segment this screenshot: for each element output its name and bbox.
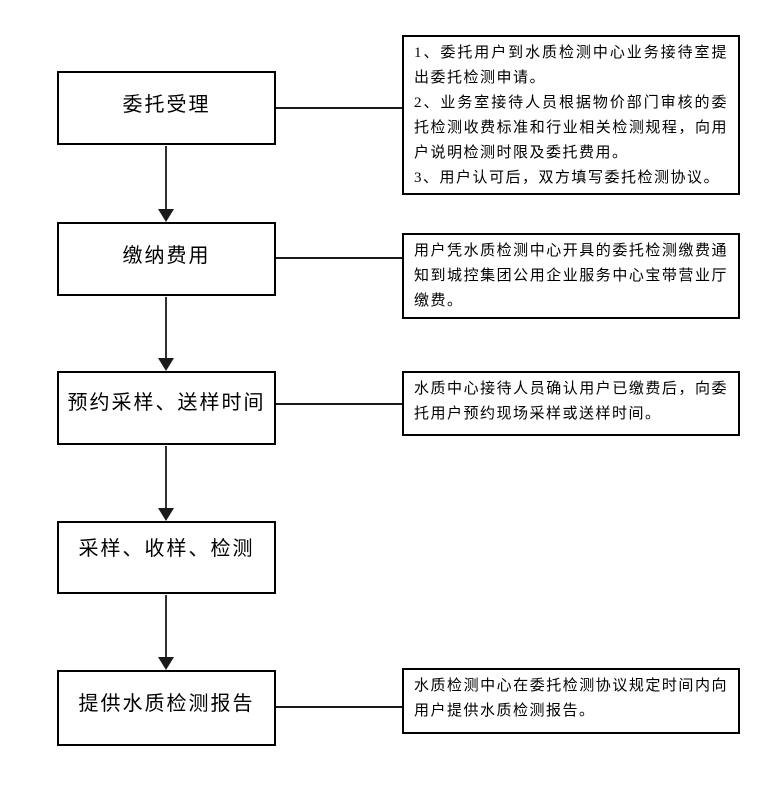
connector-line: [276, 257, 402, 259]
flow-step-sampling-testing: 采样、收样、检测: [57, 521, 276, 594]
flow-step-label: 采样、收样、检测: [78, 538, 255, 560]
flow-step-label: 委托受理: [122, 94, 211, 116]
flow-step-label: 预约采样、送样时间: [67, 392, 266, 414]
arrow-head: [158, 657, 174, 670]
flow-step-commission-acceptance: 委托受理: [57, 71, 276, 145]
down-arrow-icon: [156, 146, 176, 222]
note-pay-fees: 用户凭水质检测中心开具的委托检测缴费通知到城控集团公用企业服务中心宝带营业厅缴费…: [402, 233, 740, 319]
note-schedule-sampling-time: 水质中心接待人员确认用户已缴费后，向委托用户预约现场采样或送样时间。: [402, 371, 740, 436]
arrow-head: [158, 209, 174, 222]
arrow-head: [158, 358, 174, 371]
arrow-stem: [165, 446, 167, 508]
arrow-stem: [165, 146, 167, 209]
flow-step-label: 缴纳费用: [122, 245, 211, 267]
arrow-head: [158, 508, 174, 521]
flow-step-provide-report: 提供水质检测报告: [57, 670, 276, 746]
connector-line: [276, 107, 402, 109]
arrow-stem: [165, 595, 167, 657]
connector-line: [276, 403, 402, 405]
arrow-stem: [165, 297, 167, 358]
flow-step-pay-fees: 缴纳费用: [57, 222, 276, 296]
note-commission-acceptance: 1、委托用户到水质检测中心业务接待室提出委托检测申请。 2、业务室接待人员根据物…: [402, 35, 740, 195]
down-arrow-icon: [156, 595, 176, 670]
flow-step-schedule-sampling-time: 预约采样、送样时间: [57, 371, 276, 445]
connector-line: [276, 706, 402, 708]
note-provide-report: 水质检测中心在委托检测协议规定时间内向用户提供水质检测报告。: [402, 668, 740, 734]
flow-step-label: 提供水质检测报告: [78, 693, 255, 715]
down-arrow-icon: [156, 446, 176, 521]
down-arrow-icon: [156, 297, 176, 371]
